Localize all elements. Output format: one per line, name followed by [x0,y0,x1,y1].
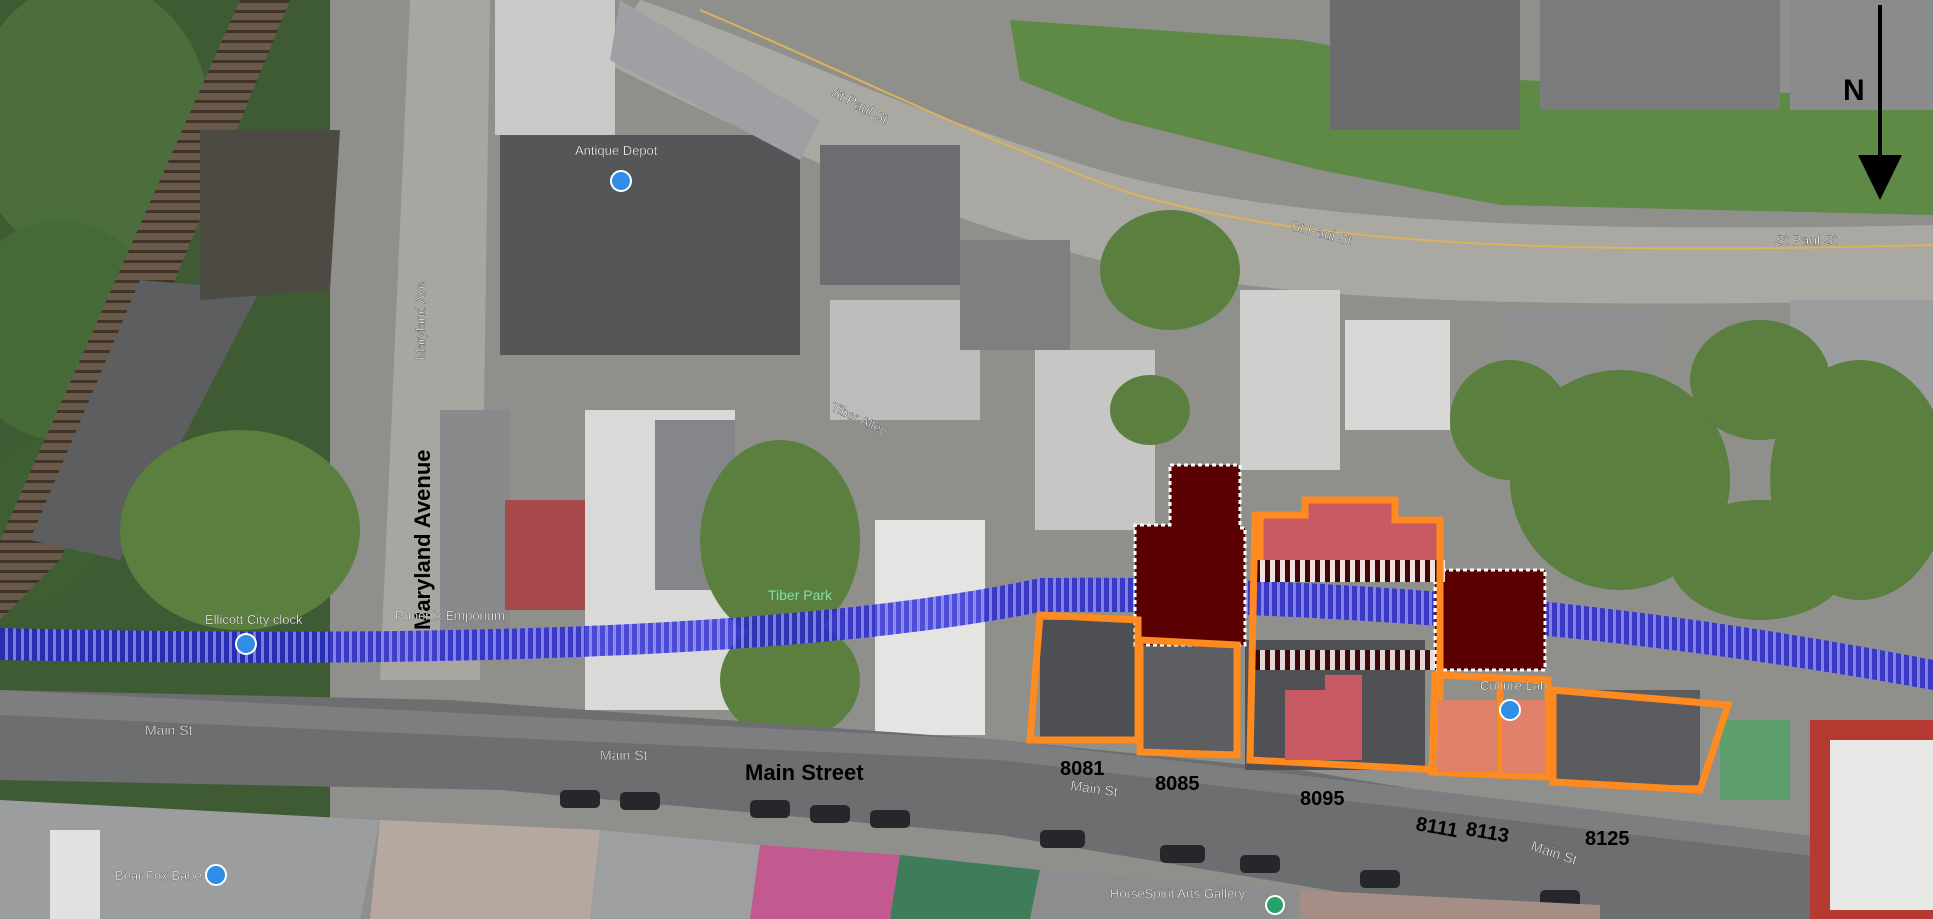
parcel-8095-pink-roof [1285,675,1362,760]
building-right-green-roof [1720,720,1790,800]
main-st-label-3: Main St [1070,777,1119,799]
ellicott-clock-pin-icon[interactable] [235,633,257,655]
parcel-8113-outline [1496,674,1552,781]
culture-lab-label: Culture Lab [1480,678,1547,693]
st-paul-st-road [600,0,1933,304]
rail-platform [200,130,340,300]
parcel-8125-outline [1549,686,1733,794]
maryland-ave-small-label: Maryland Ave [413,281,428,360]
building-antique-depot [500,135,800,355]
parcel-8095-outline [1246,496,1444,774]
building-block-a [820,145,960,285]
main-st-label-1: Main St [145,722,193,738]
phoenix-emporium-label: Phoenix Emporium [395,608,505,623]
building-block-b [830,300,980,420]
st-paul-label-3: St Paul St [1775,232,1837,248]
main-street-label: Main Street [745,760,864,785]
bear-fox-babe-label: Bear Fox Babe [115,868,202,883]
building-right-white [1830,740,1933,910]
south-buildings [0,800,1600,919]
building-antique-depot-roofedge [495,0,615,135]
main-st-label-2: Main St [600,747,648,763]
building-block-e [1240,290,1340,470]
building-diagonal [610,0,820,160]
parcel-8085-label: 8085 [1155,773,1200,795]
building-upper-right-2 [1540,0,1780,110]
dark-parcel-right [1433,568,1547,672]
tiber-park-label: Tiber Park [768,587,833,603]
culture-lab-pin-icon[interactable] [1499,699,1521,721]
trees [120,210,1933,740]
pin-icons [205,170,1521,915]
antique-depot-pin-icon[interactable] [610,170,632,192]
north-arrow: N [1843,5,1902,200]
parcel-outlines [1026,496,1733,794]
parcel-8111-pink-roof [1438,700,1496,772]
building-upper-right-1 [1330,0,1520,130]
main-st-cars [560,790,1580,908]
hatch-band [1255,560,1445,582]
building-block-f [1345,320,1450,430]
antique-depot-label: Antique Depot [575,143,658,158]
parcel-8081-roof [1040,620,1135,740]
poi-labels: Antique Depot Ellicott City clock Phoeni… [115,143,1548,901]
parcel-8085-roof [1140,640,1235,755]
ellicott-clock-label: Ellicott City clock [205,612,303,627]
horsespirit-pin-icon[interactable] [1265,895,1285,915]
hatch-band-lower [1255,650,1435,670]
north-label: N [1843,74,1865,107]
parcel-8125-label: 8125 [1585,828,1630,850]
bear-fox-babe-pin-icon[interactable] [205,864,227,886]
parcel-8081-label: 8081 [1060,758,1105,780]
parcel-8125-roof [1550,690,1700,785]
horsespirit-label: HorseSpirit Arts Gallery [1110,886,1246,901]
parcel-8085-outline [1136,636,1241,759]
building-red-roof [505,500,595,610]
maryland-avenue-label: Maryland Avenue [410,449,435,630]
dark-parcel-left [1133,463,1247,647]
building-block-c [960,240,1070,350]
main-st-road [0,690,1933,919]
rail-station-building [30,280,260,560]
building-upper-right-3 [1790,0,1933,110]
parking-lot [440,410,510,660]
parcel-8095-label: 8095 [1300,788,1345,810]
